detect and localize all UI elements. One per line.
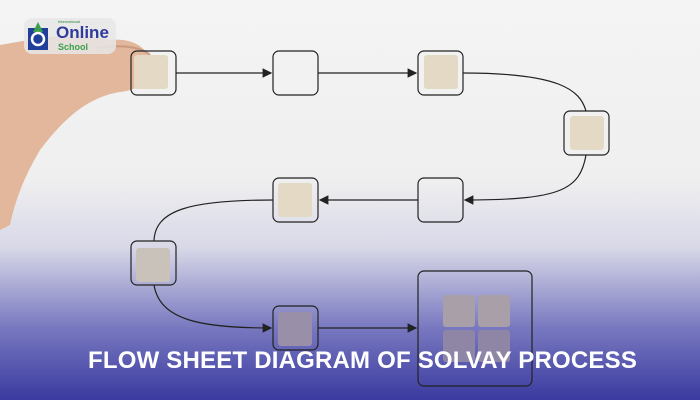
logo: International Online School <box>24 18 116 54</box>
wooden-blocks <box>134 55 604 362</box>
box-5 <box>417 177 464 223</box>
logo-sub: School <box>58 42 89 52</box>
logo-small-text: International <box>58 19 81 24</box>
logo-icon <box>28 22 48 50</box>
hand-image <box>0 35 151 231</box>
box-4 <box>563 110 610 156</box>
page-title: FLOW SHEET DIAGRAM OF SOLVAY PROCESS <box>88 347 638 374</box>
flow-boxes <box>130 50 610 387</box>
box-7 <box>130 240 177 286</box>
logo-name: Online <box>56 23 109 42</box>
box-2 <box>272 50 319 96</box>
flow-arrows <box>153 68 587 333</box>
box-final <box>417 270 533 387</box>
